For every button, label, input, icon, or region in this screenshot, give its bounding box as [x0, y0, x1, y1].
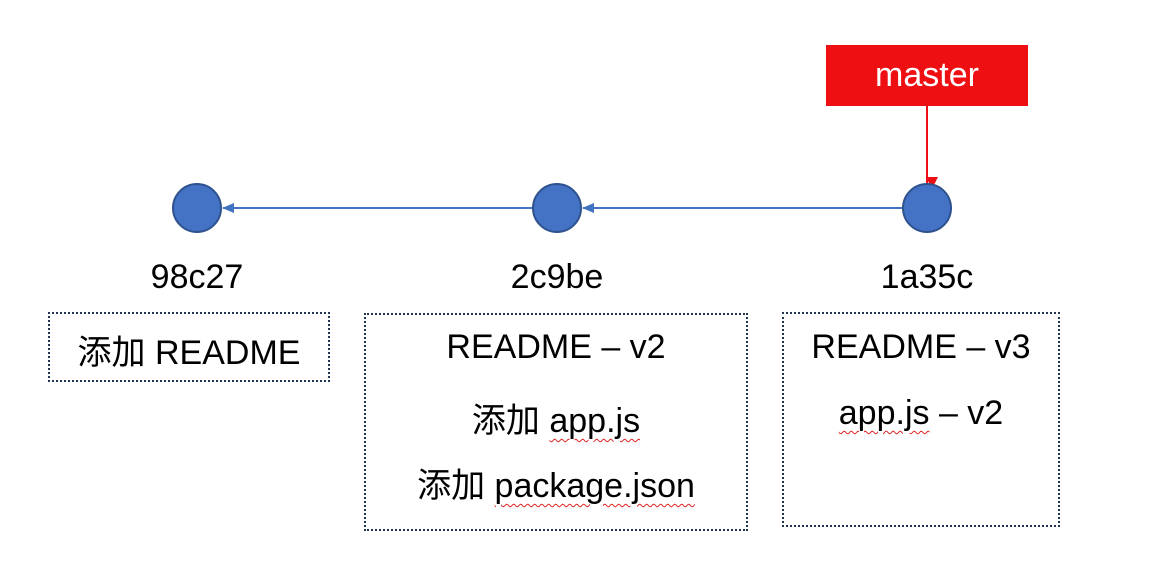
commit-node-2c9be[interactable]	[532, 183, 582, 233]
commit-node-1a35c[interactable]	[902, 183, 952, 233]
commit-message-box-2c9be: README – v2 添加 app.js 添加 package.json	[364, 313, 748, 531]
commit-id-98c27: 98c27	[150, 258, 244, 296]
commit-message-line: 添加 app.js	[471, 402, 641, 440]
branch-label-text: master	[875, 56, 979, 94]
commit-message-box-98c27: 添加 README	[48, 312, 330, 382]
commit-id-1a35c: 1a35c	[880, 258, 974, 296]
commit-message-box-1a35c: README – v3 app.js – v2	[782, 312, 1060, 527]
commit-message-line: README – v3	[811, 328, 1031, 366]
commit-message-line: app.js – v2	[838, 394, 1004, 432]
commit-message-line: 添加 package.json	[417, 467, 695, 505]
commit-id-2c9be: 2c9be	[510, 258, 604, 296]
commit-message-line: README – v2	[446, 328, 666, 366]
commit-message-line: 添加 README	[77, 334, 301, 372]
branch-label-master[interactable]: master	[826, 45, 1028, 106]
commit-node-98c27[interactable]	[172, 183, 222, 233]
